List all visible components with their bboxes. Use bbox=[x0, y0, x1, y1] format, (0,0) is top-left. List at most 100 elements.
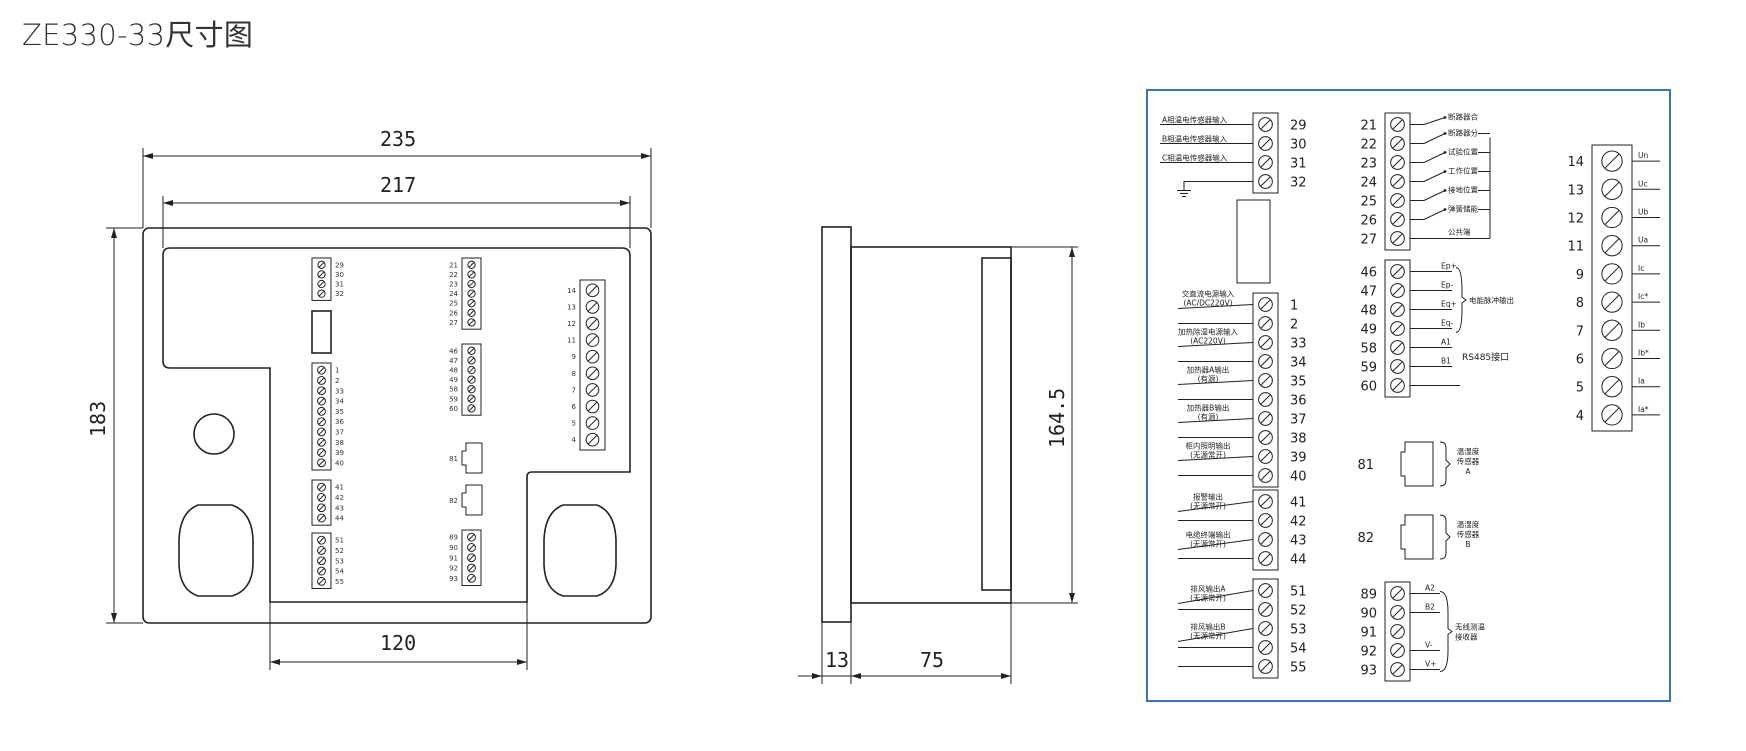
front-terminal-label: 53 bbox=[335, 557, 344, 565]
front-terminal-label: 58 bbox=[449, 386, 458, 394]
wiring-measure-label: Ib* bbox=[1638, 349, 1649, 358]
wiring-measure-label: Un bbox=[1638, 151, 1648, 160]
wiring-block-89-93 bbox=[1384, 581, 1411, 682]
front-terminal-label: 52 bbox=[335, 547, 344, 555]
front-terminal-screw bbox=[467, 394, 476, 403]
wiring-terminal-screw bbox=[1601, 235, 1623, 257]
wiring-terminal-screw bbox=[1258, 430, 1273, 445]
wiring-input-label: A相温电传感器输入 bbox=[1162, 115, 1228, 125]
wiring-terminal-screw bbox=[1390, 605, 1405, 620]
wiring-terminal-number: 52 bbox=[1290, 604, 1307, 619]
dim-13: 13 bbox=[825, 648, 849, 672]
front-terminal-screw bbox=[317, 365, 326, 375]
front-terminal-screw bbox=[585, 316, 600, 331]
side-view: 164.5 13 75 bbox=[798, 226, 1078, 684]
dim-217: 217 bbox=[380, 173, 416, 197]
dim-75: 75 bbox=[920, 648, 944, 672]
front-terminal-label: 59 bbox=[449, 395, 458, 403]
wiring-terminal-number: 39 bbox=[1290, 451, 1307, 466]
left-cutout bbox=[178, 504, 254, 597]
wiring-output-label: 电缆终端输出 bbox=[1186, 530, 1231, 540]
front-terminal-label: 35 bbox=[335, 408, 344, 416]
wiring-terminal-number: 89 bbox=[1360, 588, 1377, 603]
wiring-signal-label: B2 bbox=[1425, 603, 1435, 612]
wiring-terminal-number: 11 bbox=[1567, 240, 1584, 255]
wiring-empty-slot bbox=[1236, 199, 1271, 284]
wiring-terminal-number: 42 bbox=[1290, 515, 1307, 530]
wiring-signal-label: Eq+ bbox=[1441, 300, 1457, 309]
front-terminal-label: 6 bbox=[572, 403, 577, 411]
front-sensor-port bbox=[461, 484, 483, 516]
wiring-terminal-number: 51 bbox=[1290, 585, 1307, 600]
wiring-block-ct-pt bbox=[1591, 144, 1633, 432]
wiring-terminal-number: 22 bbox=[1360, 138, 1377, 153]
wiring-terminal-number: 58 bbox=[1360, 342, 1377, 357]
front-terminal-screw bbox=[585, 300, 600, 314]
front-terminal-screw bbox=[317, 566, 326, 576]
wiring-output-label: 柜内照明输出 bbox=[1186, 441, 1231, 451]
front-terminal-screw bbox=[317, 576, 326, 586]
front-terminal-screw bbox=[317, 458, 326, 468]
wiring-terminal-number: 34 bbox=[1290, 356, 1307, 371]
wiring-terminal-screw bbox=[1390, 586, 1405, 601]
wiring-block-29-32 bbox=[1252, 112, 1279, 194]
wiring-terminal-screw bbox=[1390, 155, 1405, 170]
dim-120: 120 bbox=[380, 631, 416, 655]
front-terminal-label: 24 bbox=[449, 290, 458, 298]
wiring-output-sublabel: (无源常开) bbox=[1190, 502, 1226, 511]
front-terminal-screw bbox=[585, 399, 600, 414]
front-terminal-label: 41 bbox=[335, 484, 344, 492]
wiring-terminal-number: 9 bbox=[1576, 268, 1584, 283]
wiring-terminal-screw bbox=[1258, 583, 1273, 598]
front-terminal-label: 37 bbox=[335, 428, 344, 436]
wiring-terminal-screw bbox=[1390, 624, 1405, 639]
front-terminal-screw bbox=[585, 416, 600, 430]
wiring-input-label: C相温电传感器输入 bbox=[1162, 153, 1228, 163]
wiring-output-label: 排风输出A bbox=[1190, 584, 1226, 594]
front-terminal-screw bbox=[317, 437, 326, 447]
front-terminal-screw bbox=[585, 366, 600, 381]
wiring-terminal-number: 37 bbox=[1290, 413, 1307, 428]
wiring-terminal-screw bbox=[1258, 602, 1273, 617]
front-terminal-label: 34 bbox=[335, 398, 344, 406]
wiring-terminal-number: 2 bbox=[1290, 318, 1298, 333]
front-terminal-screw bbox=[467, 356, 476, 365]
wiring-terminal-screw bbox=[1390, 193, 1405, 208]
wiring-status-label: 断路器分 bbox=[1448, 128, 1478, 138]
front-inner-body bbox=[162, 247, 631, 603]
wiring-terminal-number: 7 bbox=[1576, 324, 1584, 339]
wiring-sensor-number: 81 bbox=[1357, 458, 1374, 473]
wiring-terminal-screw bbox=[1390, 302, 1405, 317]
front-terminal-label: 47 bbox=[449, 357, 458, 365]
wiring-terminal-screw bbox=[1601, 263, 1623, 285]
front-terminal-screw bbox=[467, 532, 476, 542]
wiring-terminal-number: 27 bbox=[1360, 233, 1377, 248]
wiring-terminal-screw bbox=[1390, 283, 1405, 298]
wiring-terminal-screw bbox=[1390, 264, 1405, 279]
wiring-terminal-screw bbox=[1390, 321, 1405, 336]
wiring-terminal-number: 8 bbox=[1576, 296, 1584, 311]
front-terminal-label: 12 bbox=[567, 320, 576, 328]
wiring-terminal-screw bbox=[1258, 392, 1273, 407]
front-terminal-label: 36 bbox=[335, 418, 344, 426]
wiring-terminal-screw bbox=[1601, 404, 1623, 426]
front-terminal-screw bbox=[467, 563, 476, 573]
wiring-terminal-number: 26 bbox=[1360, 214, 1377, 229]
wiring-signal-label: Eq- bbox=[1441, 319, 1453, 328]
wiring-terminal-number: 35 bbox=[1290, 375, 1307, 390]
front-terminal-block bbox=[461, 343, 482, 416]
wiring-terminal-number: 46 bbox=[1360, 266, 1377, 281]
wiring-terminal-number: 60 bbox=[1360, 380, 1377, 395]
front-terminal-label: 90 bbox=[449, 544, 458, 552]
front-terminal-label: 8 bbox=[572, 370, 576, 378]
front-terminal-screw bbox=[317, 448, 326, 457]
wiring-terminal-number: 55 bbox=[1290, 661, 1307, 676]
wiring-status-label: 接地位置 bbox=[1448, 185, 1478, 195]
wiring-status-label: 公共端 bbox=[1448, 227, 1471, 237]
front-sensor-port bbox=[461, 442, 483, 474]
wiring-terminal-screw bbox=[1258, 316, 1273, 331]
front-terminal-screw bbox=[317, 556, 326, 566]
wiring-terminal-screw bbox=[1390, 231, 1405, 246]
wiring-terminal-screw bbox=[1390, 174, 1405, 189]
wiring-terminal-number: 33 bbox=[1290, 337, 1307, 352]
